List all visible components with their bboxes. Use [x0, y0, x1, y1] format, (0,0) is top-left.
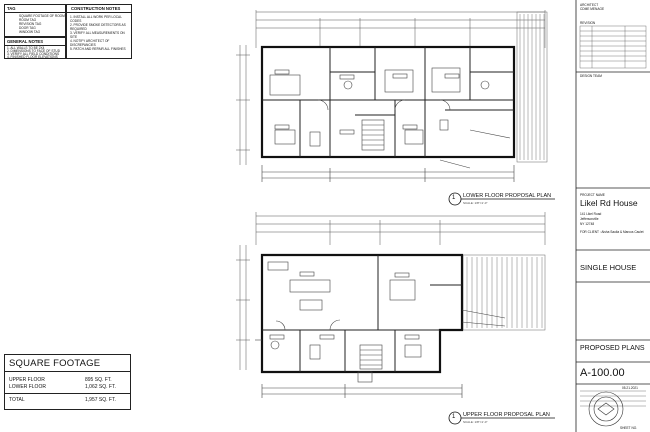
- architect-name: CDME MENAGE: [580, 7, 605, 11]
- upper-drawing-number: 1: [452, 414, 456, 420]
- construction-notes-title: CONSTRUCTION NOTES: [71, 6, 121, 11]
- general-note: 3. VERIFY ALL FIELD CONDITIONS: [7, 52, 60, 56]
- address-line-1: 141 Likel Road: [580, 212, 602, 216]
- tag-box: TAG SQUARE FOOTAGE OF ROOM ROOM TAG REVI…: [4, 4, 66, 37]
- upper-drawing-scale: SCALE: 1/8"=1'-0": [463, 420, 488, 424]
- tag-item: DOOR TAG: [19, 26, 36, 30]
- sheet-number: A-100.00: [580, 367, 625, 379]
- general-note: 4. FINISHED FLOOR ELEVATIONS: [7, 55, 58, 59]
- sheet-date: 05.21.2021: [622, 386, 638, 390]
- address-line-3: NY 12748: [580, 222, 595, 226]
- construction-note: 4. NOTIFY ARCHITECT OF DISCREPANCIES: [70, 39, 110, 47]
- tag-item: SQUARE FOOTAGE OF ROOM: [19, 14, 65, 18]
- total-value: 1,957 SQ. FT.: [85, 397, 116, 403]
- client-line: FOR CLIENT : Aisha Saulia & Marcus Caule…: [580, 230, 644, 234]
- tag-item: WINDOW TAG: [19, 30, 41, 34]
- total-label: TOTAL: [9, 397, 25, 403]
- square-footage-title: SQUARE FOOTAGE: [9, 358, 101, 369]
- address-line-2: Jeffersonville: [580, 217, 599, 221]
- lower-drawing-scale: SCALE: 1/8"=1'-0": [463, 201, 488, 205]
- construction-note: 1. INSTALL ALL WORK PER LOCAL CODES: [70, 15, 122, 23]
- construction-notes-box: CONSTRUCTION NOTES 1. INSTALL ALL WORK P…: [66, 4, 132, 59]
- lower-floor-label: LOWER FLOOR: [9, 384, 46, 390]
- architect-seal-icon: [588, 391, 624, 427]
- sheet-no-label: SHEET NO.: [620, 426, 638, 430]
- sheet-title: PROPOSED PLANS: [580, 345, 645, 352]
- tag-item: ROOM TAG: [19, 18, 37, 22]
- general-note: 2. DIMENSIONS TO FACE OF STUD: [7, 49, 61, 53]
- tag-item: REVISION TAG: [19, 22, 42, 26]
- general-note: 1. ALL WALLS TO BE 2X4: [7, 46, 45, 50]
- upper-drawing-title: UPPER FLOOR PROPOSAL PLAN: [463, 412, 550, 418]
- design-team-label: DESIGN TEAM: [580, 74, 602, 78]
- upper-floor-label: UPPER FLOOR: [9, 377, 45, 383]
- building-type: SINGLE HOUSE: [580, 263, 637, 272]
- general-notes-title: GENERAL NOTES: [7, 39, 43, 44]
- general-notes-box: GENERAL NOTES 1. ALL WALLS TO BE 2X4 2. …: [4, 37, 66, 59]
- revision-label: REVISION: [580, 21, 596, 25]
- construction-note: 5. PATCH AND REPAIR ALL FINISHES: [70, 47, 126, 51]
- architect-label: ARCHITECT: [580, 3, 599, 7]
- square-footage-table: SQUARE FOOTAGE UPPER FLOOR 895 SQ. FT. L…: [4, 354, 131, 410]
- construction-note: 2. PROVIDE SMOKE DETECTORS AS REQUIRED: [70, 23, 126, 31]
- project-name-label: PROJECT NAME: [580, 193, 605, 197]
- lower-floor-value: 1,062 SQ. FT.: [85, 384, 116, 390]
- tag-box-title: TAG: [7, 6, 16, 11]
- upper-floor-value: 895 SQ. FT.: [85, 377, 112, 383]
- lower-drawing-number: 1: [452, 195, 456, 201]
- project-name: Likel Rd House: [580, 198, 638, 208]
- lower-drawing-title: LOWER FLOOR PROPOSAL PLAN: [463, 193, 552, 199]
- construction-note: 3. VERIFY ALL MEASUREMENTS ON SITE: [70, 31, 125, 39]
